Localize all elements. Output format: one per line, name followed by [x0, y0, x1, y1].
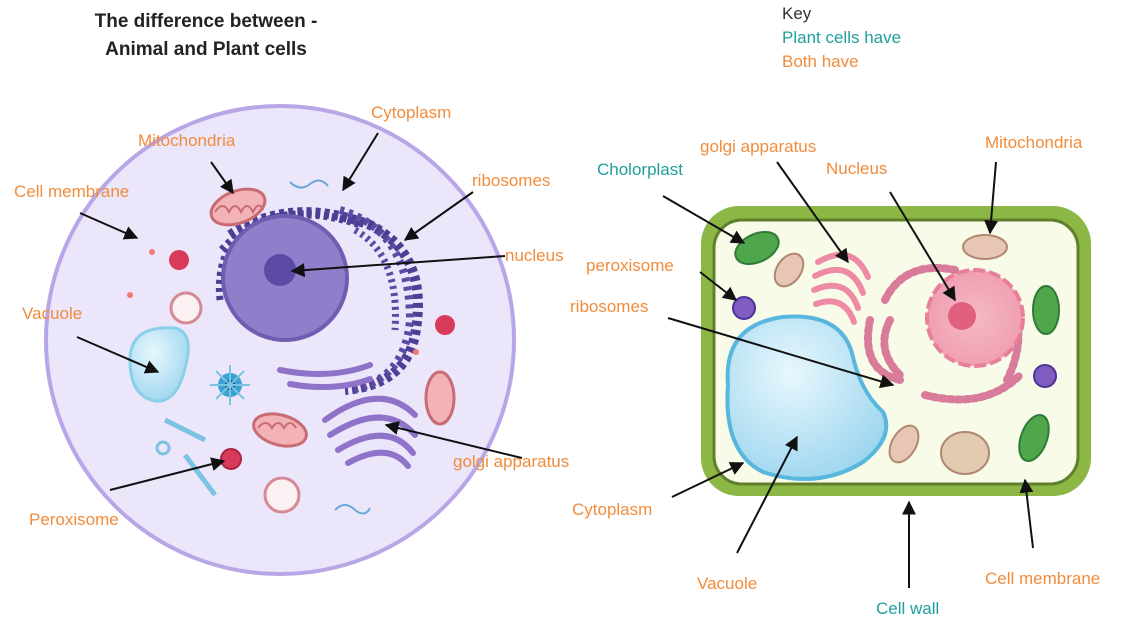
animal-label-golgi: golgi apparatus — [453, 452, 569, 472]
animal-cell — [46, 106, 514, 574]
plant-peroxisome — [733, 297, 755, 319]
plant-label-mitochondria: Mitochondria — [985, 133, 1082, 153]
plant-label-cytoplasm: Cytoplasm — [572, 500, 652, 520]
animal-label-nucleus: nucleus — [505, 246, 564, 266]
plant-label-cell-wall: Cell wall — [876, 599, 939, 619]
animal-label-cell-membrane: Cell membrane — [14, 182, 129, 202]
plant-label-ribosomes: ribosomes — [570, 297, 648, 317]
plant-label-chloroplast: Cholorplast — [597, 160, 683, 180]
animal-label-cytoplasm: Cytoplasm — [371, 103, 451, 123]
diagram-title: The difference between - Animal and Plan… — [56, 8, 356, 64]
plant-cell — [701, 206, 1091, 496]
plant-peroxisome-2 — [1034, 365, 1056, 387]
animal-label-vacuole: Vacuole — [22, 304, 82, 324]
animal-peroxisome — [221, 449, 241, 469]
title-line-1: The difference between - — [56, 8, 356, 36]
plant-label-cell-membrane: Cell membrane — [985, 569, 1100, 589]
animal-label-mitochondria: Mitochondria — [138, 131, 235, 151]
title-line-2: Animal and Plant cells — [56, 36, 356, 64]
animal-centrosome — [210, 365, 250, 405]
animal-label-peroxisome: Peroxisome — [29, 510, 119, 530]
legend-both: Both have — [782, 50, 901, 74]
plant-label-vacuole: Vacuole — [697, 574, 757, 594]
legend-heading: Key — [782, 2, 901, 26]
legend-plant-only: Plant cells have — [782, 26, 901, 50]
legend: Key Plant cells have Both have — [782, 2, 901, 74]
animal-nucleolus — [264, 254, 296, 286]
plant-label-peroxisome: peroxisome — [586, 256, 674, 276]
plant-label-nucleus: Nucleus — [826, 159, 887, 179]
plant-label-golgi: golgi apparatus — [700, 137, 816, 157]
plant-nucleolus — [948, 302, 976, 330]
animal-label-ribosomes: ribosomes — [472, 171, 550, 191]
